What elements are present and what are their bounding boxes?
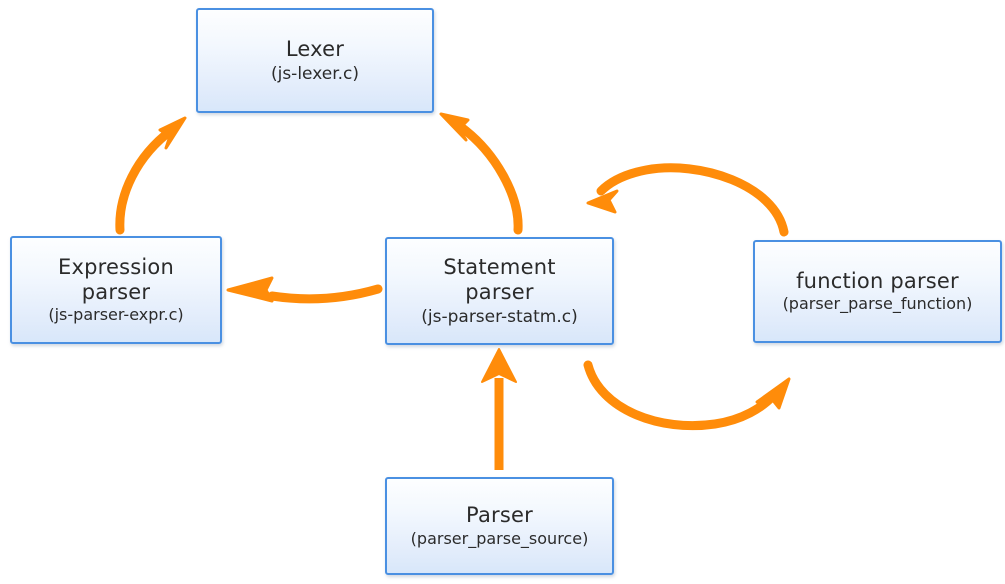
edge-statement-to-lexer: [439, 112, 523, 235]
node-statement-parser-subtitle: (js-parser-statm.c): [421, 306, 578, 327]
node-parser-title: Parser: [466, 503, 533, 528]
node-expression-parser-title-line2: parser: [81, 279, 151, 304]
node-parser[interactable]: Parser (parser_parse_source): [385, 477, 614, 575]
node-function-parser[interactable]: function parser (parser_parse_function): [753, 240, 1002, 343]
node-parser-subtitle: (parser_parse_source): [410, 528, 589, 548]
node-lexer-subtitle: (js-lexer.c): [270, 63, 360, 84]
node-statement-parser-title: Statement: [443, 255, 556, 280]
node-function-parser-subtitle: (parser_parse_function): [782, 294, 973, 314]
edge-function-to-statement: [586, 163, 789, 237]
edge-statement-to-function: [583, 360, 791, 431]
node-lexer[interactable]: Lexer (js-lexer.c): [196, 8, 434, 113]
node-statement-parser-title-line2: parser: [465, 279, 534, 304]
node-expression-parser-title: Expression: [58, 254, 174, 279]
node-expression-parser-subtitle: (js-parser-expr.c): [48, 305, 184, 325]
edge-expression-to-lexer: [115, 116, 187, 235]
edge-statement-to-expression: [226, 276, 383, 304]
node-lexer-title: Lexer: [285, 37, 345, 62]
edge-parser-to-statement: [481, 348, 517, 470]
node-expression-parser[interactable]: Expression parser (js-parser-expr.c): [10, 236, 222, 344]
node-statement-parser[interactable]: Statement parser (js-parser-statm.c): [385, 237, 614, 345]
node-function-parser-title: function parser: [796, 268, 959, 293]
